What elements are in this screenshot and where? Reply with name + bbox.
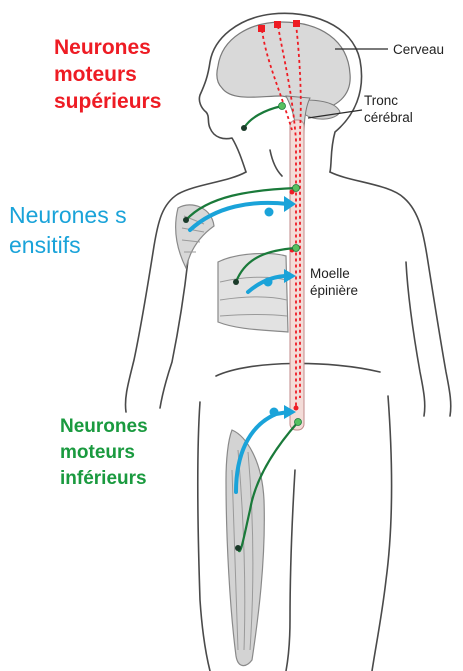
brainstem-label: Tronc cérébral [364,92,434,126]
neck-line [270,150,282,176]
lower-motor-neuron-face [244,106,282,128]
brain [217,22,350,136]
thigh-muscle [226,430,264,666]
lower-motor-neurons-label: Neurones moteurs inférieurs [60,414,180,492]
upper-motor-neurons-label: Neurones moteurs supérieurs [54,34,204,115]
spinal-cord-label: Moelle épinière [310,265,380,299]
upper-motor-neuron-soma-3 [293,20,300,27]
deltoid-muscle [176,205,214,268]
abdominal-muscle [218,254,288,332]
sensory-neurons-label: Neurones sensitifs [9,200,127,260]
upper-motor-neuron-soma-2 [274,21,281,28]
muscles [176,205,288,666]
upper-motor-neuron-soma-1 [258,25,265,32]
brain-label: Cerveau [393,41,444,58]
brain-shape [217,22,350,110]
